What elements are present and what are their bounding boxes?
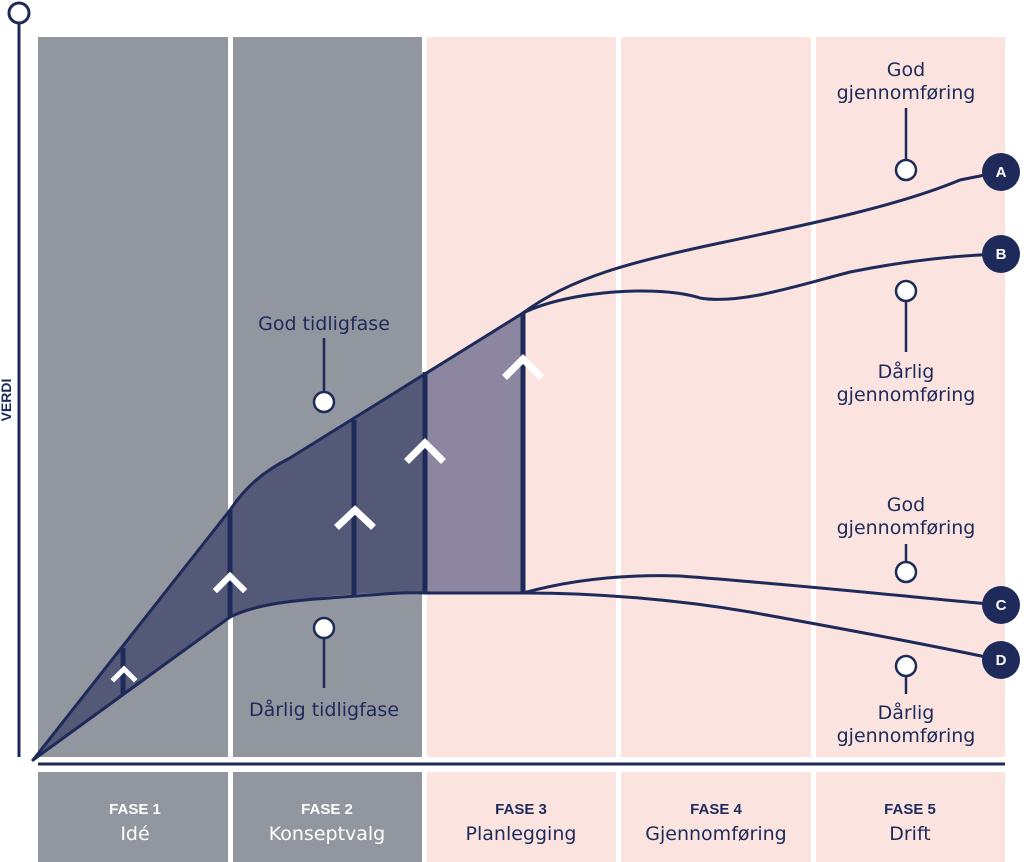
phase-5-footer <box>816 772 1005 862</box>
outcome-a-curve <box>521 170 1002 315</box>
phase-5-name: Drift <box>889 823 931 845</box>
phase-3-name: Planlegging <box>466 823 577 845</box>
y-axis-label: VERDI <box>0 379 14 422</box>
phase-4-background <box>621 37 811 757</box>
outcome-b-curve <box>521 252 1002 315</box>
phase-5-number: FASE 5 <box>884 801 936 818</box>
y-axis-end-circle <box>7 1 31 25</box>
good-exec-bottom-pin-icon <box>894 560 918 584</box>
outcome-a-badge: A <box>982 153 1020 191</box>
outcome-d-curve <box>521 591 1002 662</box>
value-gap-area-planning <box>425 313 523 593</box>
up-chevron-icon <box>212 571 248 594</box>
poor-exec-top-label-line1: Dårlig <box>878 360 935 383</box>
phase-1-number: FASE 1 <box>109 801 161 818</box>
poor-exec-top-pin-icon <box>894 279 918 303</box>
phase-4-number: FASE 4 <box>690 801 742 818</box>
good-exec-bottom-label-line1: God <box>887 494 925 516</box>
poor-early-pin-icon <box>312 616 336 640</box>
good-exec-top-label-line1: God <box>887 59 925 81</box>
outcome-c-curve <box>521 574 1002 607</box>
svg-text:A: A <box>996 164 1007 181</box>
phase-4-name: Gjennomføring <box>645 823 786 845</box>
poor-exec-bottom-label-line2: gjennomføring <box>837 725 976 747</box>
phase-2-name: Konseptvalg <box>269 823 386 845</box>
phase-1-footer <box>38 772 228 862</box>
outcome-b-badge: B <box>982 235 1020 273</box>
outcome-d-badge: D <box>982 641 1020 679</box>
phase-2-number: FASE 2 <box>301 801 353 818</box>
poor-exec-bottom-label-line1: Dårlig <box>878 701 935 724</box>
phase-1-name: Idé <box>120 823 149 845</box>
outcome-c-badge: C <box>982 586 1020 624</box>
good-early-phase-label: God tidligfase <box>258 313 390 335</box>
phase-4-footer <box>621 772 811 862</box>
poor-exec-bottom-pin-icon <box>894 654 918 678</box>
up-chevron-icon <box>334 505 376 530</box>
poor-early-phase-curve <box>31 591 525 762</box>
good-exec-top-pin-icon <box>894 158 918 182</box>
good-early-phase-curve <box>31 311 525 762</box>
good-exec-bottom-label-line2: gjennomføring <box>837 517 976 539</box>
phase-5-background <box>816 37 1005 757</box>
good-early-pin-icon <box>312 390 336 414</box>
up-chevron-icon <box>404 438 446 464</box>
up-chevron-icon <box>110 665 138 683</box>
phase-2-footer <box>233 772 422 862</box>
poor-exec-top-label-line2: gjennomføring <box>837 384 976 406</box>
poor-early-phase-label: Dårlig tidligfase <box>249 698 399 721</box>
svg-text:C: C <box>996 597 1007 614</box>
svg-text:B: B <box>996 246 1007 263</box>
phase-3-number: FASE 3 <box>495 801 547 818</box>
phase-3-footer <box>427 772 616 862</box>
svg-text:D: D <box>996 652 1007 669</box>
up-chevron-icon <box>502 354 544 380</box>
good-exec-top-label-line2: gjennomføring <box>837 82 976 104</box>
